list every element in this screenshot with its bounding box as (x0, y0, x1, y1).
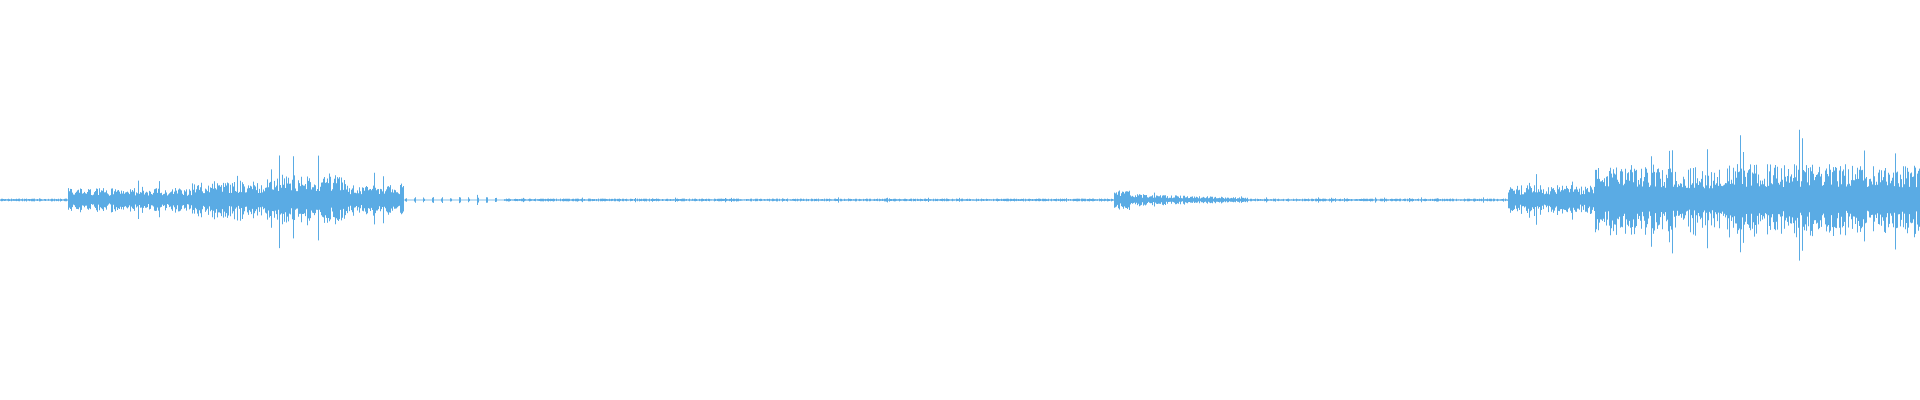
waveform-trace (0, 129, 1920, 261)
waveform-peaks (0, 129, 1920, 261)
